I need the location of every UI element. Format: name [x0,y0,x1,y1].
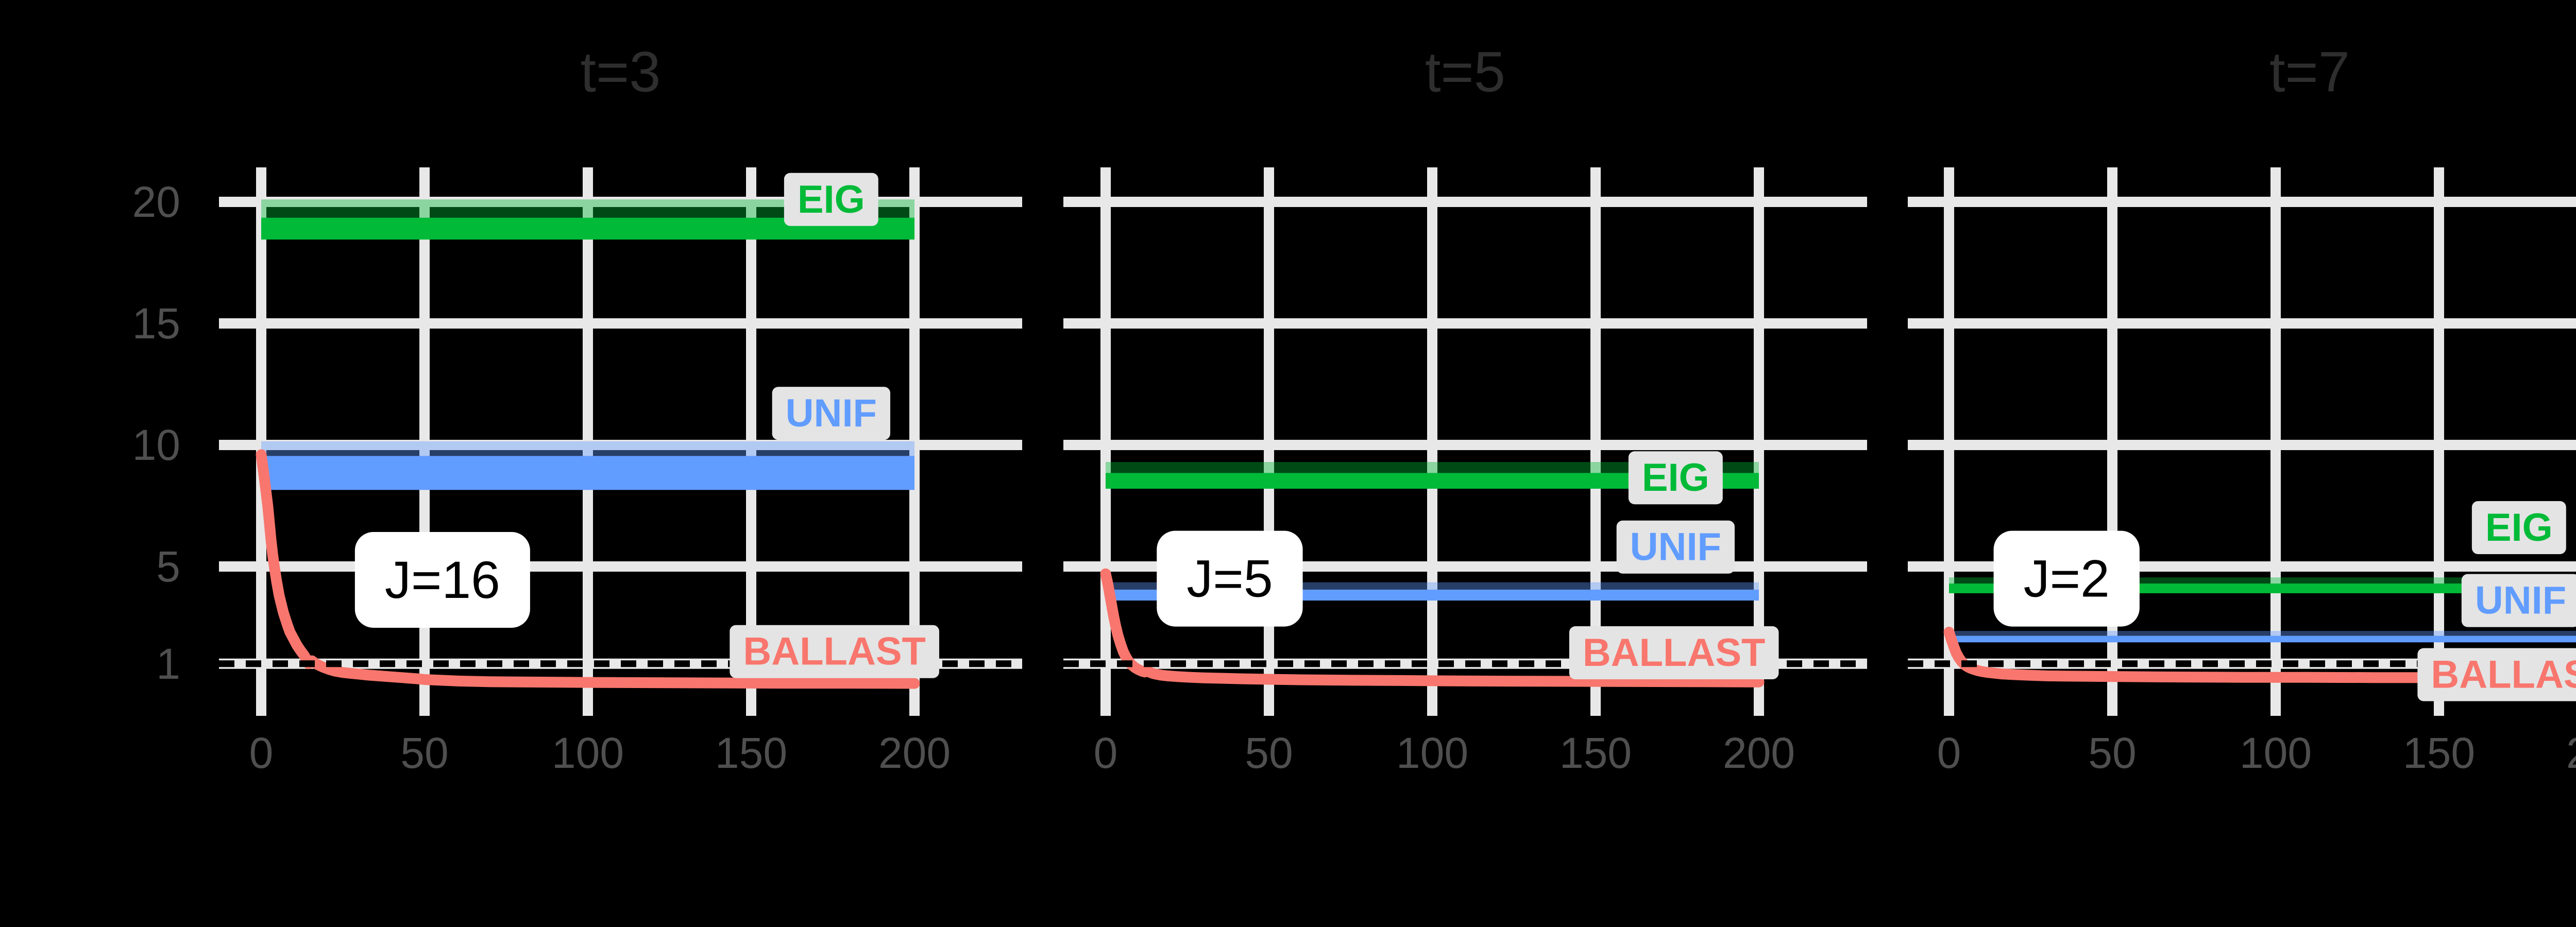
annotation-text: J=5 [1187,550,1273,608]
series-label-box-eig [1628,451,1723,505]
x-tick-label: 200 [1723,729,1795,777]
panel-t=7: J=2 EIG UNIF BALLAST t=7 0 50 100 150 200 [1908,41,2576,777]
series-curve-ballast [1100,568,1765,688]
x-tick-label: 0 [1094,729,1118,777]
series-curve-ballast [1943,626,2576,683]
x-tick-label: 150 [2403,729,2475,777]
panel-t=5: J=5 EIG UNIF BALLAST t=5 0 50 100 150 200 [1063,41,1867,777]
series-line-unif [261,456,914,490]
x-tick-label: 50 [400,729,448,777]
series-label-box-unif [772,387,890,440]
annotation-box [1157,530,1303,627]
panel-title: t=3 [581,41,661,104]
y-tick-label: 15 [132,299,180,348]
x-tick-label: 150 [715,729,787,777]
x-tick-label: 100 [1396,729,1468,777]
x-tick-label: 0 [1937,729,1961,777]
series-label-unif: UNIF [1630,525,1721,569]
y-tick-label: 10 [132,421,180,469]
annotation-text: J=16 [385,551,500,609]
y-tick-label: 20 [132,178,180,226]
x-tick-label: 100 [552,729,624,777]
series-label-unif: UNIF [2475,579,2566,623]
series-label-eig: EIG [1642,456,1709,500]
series-ribbon-eig [1949,577,2576,584]
series-label-box-ballast [730,625,939,678]
y-tick-label: 5 [156,542,180,591]
series-label-eig: EIG [798,178,865,221]
series-label-box-eig [2471,501,2566,554]
x-tick-label: 50 [2088,729,2136,777]
series-label-box-unif [1616,520,1735,574]
series-curve-ballast [256,449,920,689]
y-tick-label: 1 [156,640,180,688]
series-label-box-eig [784,173,878,226]
panel-t=3: J=16 EIG UNIF BALLAST t=3 0 50 100 150 200 20 15 10 5… [132,41,1022,777]
series-label-unif: UNIF [786,391,877,435]
series-label-ballast: BALLAST [1583,631,1766,675]
panel-title: t=7 [2269,41,2350,104]
series-label-box-ballast [1569,626,1779,680]
annotation-box [354,531,530,628]
x-tick-label: 200 [2566,729,2576,777]
series-line-unif [1949,636,2576,643]
series-label-eig: EIG [2485,506,2553,550]
series-label-ballast: BALLAST [2431,653,2576,697]
x-tick-label: 100 [2240,729,2312,777]
annotation-text: J=2 [2024,550,2110,608]
annotation-box [1993,530,2140,627]
series-label-box-ballast [2417,648,2576,701]
series-ribbon-eig [1106,462,1759,473]
x-tick-label: 50 [1245,729,1293,777]
series-ribbon-unif [1949,631,2576,636]
x-tick-label: 200 [878,729,951,777]
series-label-ballast: BALLAST [743,630,926,674]
x-tick-label: 150 [1560,729,1632,777]
series-ribbon-unif [261,441,914,456]
x-tick-label: 0 [249,729,274,777]
panel-title: t=5 [1425,41,1505,104]
series-label-box-unif [2461,574,2576,627]
